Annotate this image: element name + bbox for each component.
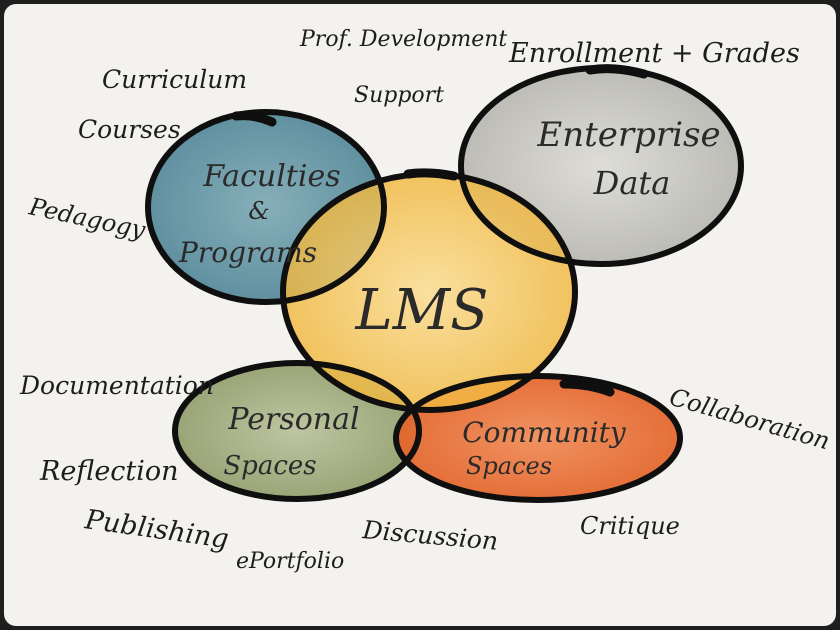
lms-label: LMS (355, 278, 489, 343)
community-label-1: Community (462, 416, 627, 449)
critique-note: Critique (580, 512, 680, 540)
enrollment-grades-note: Enrollment + Grades (508, 38, 800, 69)
personal-label-2: Spaces (223, 451, 316, 481)
whiteboard-canvas: Faculties & Programs Enterprise Data LMS… (4, 4, 836, 626)
eportfolio-note: ePortfolio (236, 549, 344, 574)
faculties-label-3: Programs (178, 236, 317, 269)
documentation-note: Documentation (19, 371, 214, 400)
enterprise-stroke-accent (585, 64, 649, 79)
discussion-note: Discussion (360, 515, 499, 556)
faculties-label-1: Faculties (202, 159, 340, 194)
courses-note: Courses (78, 115, 181, 144)
personal-label-1: Personal (227, 402, 359, 437)
community-circle (393, 373, 683, 503)
faculties-label-2: & (248, 197, 269, 225)
prof-development-note: Prof. Development (299, 27, 507, 52)
pedagogy-note: Pedagogy (26, 192, 148, 244)
curriculum-note: Curriculum (102, 65, 247, 94)
lms-diagram: Faculties & Programs Enterprise Data LMS… (19, 27, 833, 574)
faculties-circle (145, 109, 387, 305)
enterprise-label-2: Data (593, 164, 671, 202)
personal-circle (172, 360, 422, 502)
enterprise-label-1: Enterprise (536, 115, 720, 155)
publishing-note: Publishing (82, 504, 231, 555)
reflection-note: Reflection (39, 456, 179, 487)
lms-stroke-accent (403, 168, 459, 181)
support-note: Support (354, 83, 444, 108)
collaboration-note: Collaboration (666, 383, 833, 455)
community-stroke-accent (559, 379, 615, 397)
faculties-stroke-accent (231, 111, 277, 127)
community-label-2: Spaces (466, 452, 552, 480)
